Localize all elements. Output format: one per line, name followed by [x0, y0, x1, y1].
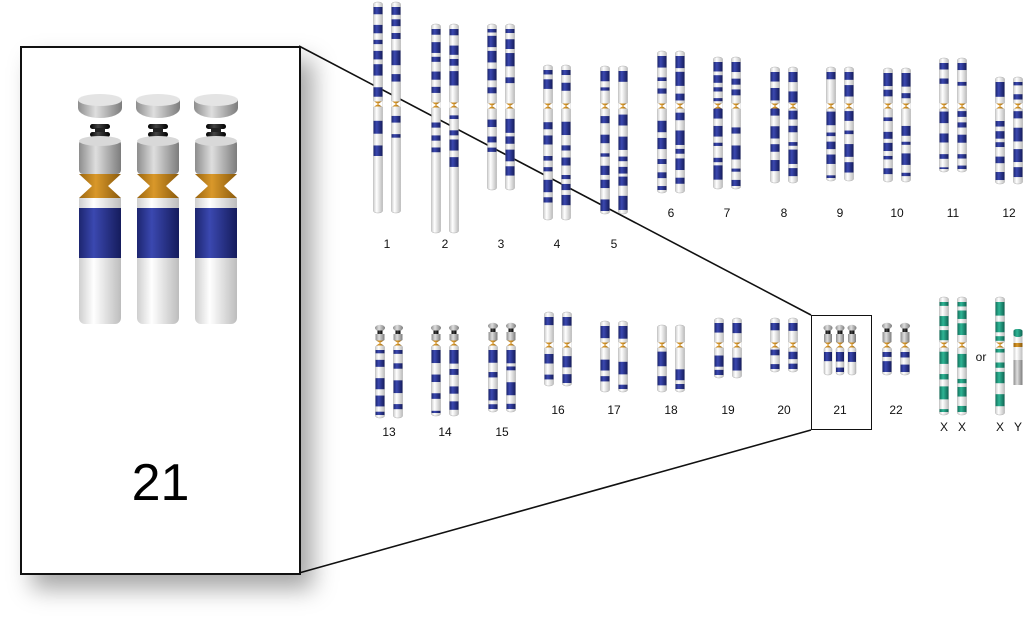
chromosome-label-19: 19 — [721, 403, 735, 417]
chromosome — [600, 320, 610, 393]
chromosome-21-highlight-box — [811, 315, 872, 430]
chromosome — [487, 23, 497, 191]
chromosome-y — [1013, 329, 1023, 385]
chromosome — [731, 56, 741, 190]
chromosome — [618, 65, 628, 215]
chromosome — [900, 322, 910, 376]
chromosome — [939, 57, 949, 173]
chromosome — [544, 311, 554, 387]
chromosome — [600, 65, 610, 215]
chromosome — [657, 50, 667, 194]
chromosome — [788, 66, 798, 184]
chromosome — [675, 50, 685, 194]
chromosome — [449, 23, 459, 234]
or-separator: or — [975, 350, 987, 364]
chromosome-label-8: 8 — [780, 206, 788, 220]
chromosome — [835, 324, 845, 376]
sex-chromosome-label: X — [939, 420, 948, 434]
chromosome — [826, 66, 836, 182]
chromosome — [770, 66, 780, 184]
chromosome-label-22: 22 — [889, 403, 903, 417]
chromosome-label-9: 9 — [836, 206, 844, 220]
chromosome — [995, 296, 1005, 416]
chromosome — [995, 76, 1005, 185]
chromosome — [373, 1, 383, 214]
chromosome — [393, 324, 403, 419]
chromosome-label-17: 17 — [607, 403, 621, 417]
chromosome-label-11: 11 — [946, 206, 960, 220]
chromosome-label-15: 15 — [495, 425, 509, 439]
chromosome-label-5: 5 — [610, 237, 618, 251]
chromosome-label-2: 2 — [441, 237, 449, 251]
chromosome — [375, 324, 385, 419]
chromosome — [901, 67, 911, 183]
chromosome — [883, 67, 893, 183]
chromosome-label-4: 4 — [553, 237, 561, 251]
chromosome-label-14: 14 — [438, 425, 452, 439]
chromosome — [788, 317, 798, 373]
zoom-connector-lines — [298, 45, 812, 574]
chromosome-label-10: 10 — [890, 206, 904, 220]
chromosome — [847, 324, 857, 376]
chromosome-label-7: 7 — [723, 206, 731, 220]
chromosome — [675, 324, 685, 393]
chromosome — [562, 311, 572, 387]
chromosome-label-16: 16 — [551, 403, 565, 417]
chromosome — [657, 324, 667, 393]
chromosome — [488, 322, 498, 413]
chromosome-label-3: 3 — [497, 237, 505, 251]
chromosome-label-20: 20 — [777, 403, 791, 417]
chromosome — [505, 23, 515, 191]
chromosome-label-6: 6 — [667, 206, 675, 220]
chromosome-label-1: 1 — [383, 237, 391, 251]
chromosome — [543, 64, 553, 221]
chromosome — [714, 317, 724, 379]
chromosome — [957, 296, 967, 416]
chromosome — [882, 322, 892, 376]
chromosome-label-18: 18 — [664, 403, 678, 417]
chromosome — [561, 64, 571, 221]
sex-chromosome-label: X — [995, 420, 1004, 434]
sex-chromosome-label: Y — [1013, 420, 1022, 434]
chromosome — [506, 322, 516, 413]
chromosome — [449, 324, 459, 417]
chromosome — [391, 1, 401, 214]
chromosome — [957, 57, 967, 173]
chromosome — [618, 320, 628, 393]
chromosome — [770, 317, 780, 373]
chromosome-label-13: 13 — [382, 425, 396, 439]
chromosome — [431, 324, 441, 417]
chromosome — [1013, 76, 1023, 185]
trisomy-21-enlarged — [78, 94, 238, 324]
zoom-panel-label: 21 — [131, 454, 190, 512]
zoom-panel-chromosome-21: 21 — [20, 46, 301, 575]
chromosome — [823, 324, 833, 376]
chromosome — [713, 56, 723, 190]
chromosome — [844, 66, 854, 182]
sex-chromosome-label: X — [957, 420, 966, 434]
chromosome-label-12: 12 — [1002, 206, 1016, 220]
chromosome-label-21: 21 — [833, 403, 847, 417]
chromosome — [939, 296, 949, 416]
chromosome — [732, 317, 742, 379]
chromosome — [431, 23, 441, 234]
